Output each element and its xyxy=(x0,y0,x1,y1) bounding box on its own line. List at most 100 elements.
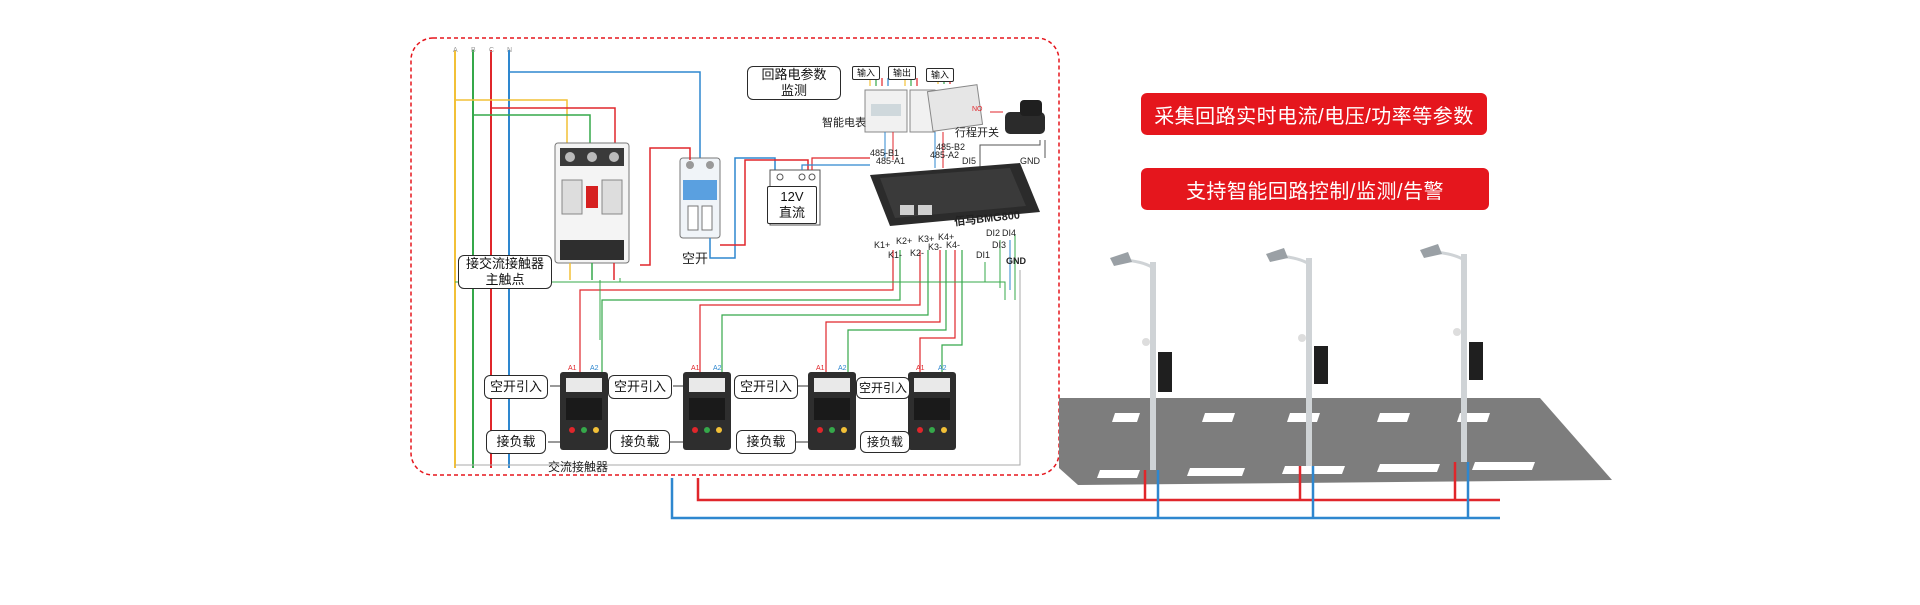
wire-bus-branch-green xyxy=(455,281,1006,300)
air-switch xyxy=(679,157,721,239)
contactor-1-in-label: 空开引入 xyxy=(484,375,548,399)
contactor-2 xyxy=(683,372,731,450)
wire-k2-return xyxy=(721,250,929,375)
contactor-3-a2: A2 xyxy=(838,365,847,372)
port-k4m: K4- xyxy=(946,240,961,250)
circuit-param-label: 回路电参数 监测 xyxy=(747,66,841,100)
contactor-3-load-label: 接负载 xyxy=(736,430,796,454)
port-k1p: K1+ xyxy=(874,240,891,250)
contactor-3 xyxy=(808,372,856,450)
contactor-1-in-text: 空开引入 xyxy=(489,379,542,394)
port-k3m: K3- xyxy=(928,242,943,252)
port-gnd-bottom: GND xyxy=(1006,256,1026,266)
contactor-2-load-text: 接负载 xyxy=(620,434,660,449)
port-di3: DI3 xyxy=(992,240,1007,250)
contactor-4-in-text: 空开引入 xyxy=(858,381,907,395)
meter-in-tag: 输入 xyxy=(852,66,880,80)
port-485-a1: 485-A1 xyxy=(876,156,906,166)
contactor-group-label: 交流接触器 xyxy=(548,460,609,474)
contactor-1-load-text: 接负载 xyxy=(496,434,536,449)
wire-c-to-breaker xyxy=(491,107,616,145)
bus-label-c: C xyxy=(489,47,494,54)
psu-line1: 12V xyxy=(780,189,804,204)
wire-k3 xyxy=(825,250,941,375)
contactor-4-a2: A2 xyxy=(938,365,947,372)
meter-label: 智能电表 xyxy=(822,117,866,129)
travel-switch-module xyxy=(926,76,984,132)
contactor-2-a1: A1 xyxy=(691,365,700,372)
circuit-param-line2: 监测 xyxy=(780,83,807,98)
contactor-4 xyxy=(908,372,956,450)
wire-a-to-breaker xyxy=(455,99,568,145)
bus-label-a: A xyxy=(453,47,458,54)
port-gnd-top: GND xyxy=(1020,156,1040,166)
port-485-b2: 485-B2 xyxy=(936,142,966,152)
contactor-4-in-label: 空开引入 xyxy=(856,377,910,399)
contactor-4-load-text: 接负载 xyxy=(866,435,903,449)
cable-blue xyxy=(670,478,1500,520)
wire-k3-return xyxy=(847,250,947,375)
contactor-2-a2: A2 xyxy=(713,365,722,372)
meter-out-tag: 输出 xyxy=(888,66,916,80)
diagram-dashed-border xyxy=(410,37,1060,476)
contactor-2-load-label: 接负载 xyxy=(610,430,670,454)
contactor-1-a2: A2 xyxy=(590,365,599,372)
meter-out-text: 输出 xyxy=(892,68,911,78)
wire-b-to-breaker xyxy=(473,114,591,145)
bus-label-b: B xyxy=(471,47,476,54)
contactor-3-in-text: 空开引入 xyxy=(739,379,792,394)
port-di2: DI2 xyxy=(986,228,1001,238)
contactor-3-in-label: 空开引入 xyxy=(734,375,798,399)
smart-pole-2 xyxy=(1266,248,1328,466)
port-di1: DI1 xyxy=(976,250,991,260)
contactor-4-load-label: 接负载 xyxy=(860,431,910,453)
psu-wire-red xyxy=(811,157,870,170)
main-breaker xyxy=(554,142,630,264)
circuit-param-line1: 回路电参数 xyxy=(761,67,827,82)
feature-banner-1: 采集回路实时电流/电压/功率等参数 xyxy=(1141,93,1487,135)
travel-switch-label: 行程开关 xyxy=(955,127,999,139)
contactor-2-in-text: 空开引入 xyxy=(613,379,666,394)
wire-gnd-bottom xyxy=(455,270,1021,466)
contactor-1-a1: A1 xyxy=(568,365,577,372)
wire-k4 xyxy=(919,250,956,375)
contactor-1 xyxy=(560,372,608,450)
bmg800-controller xyxy=(870,163,1040,226)
port-k2m: K2- xyxy=(910,248,925,258)
cable-red xyxy=(696,478,1500,502)
psu-wire-blue xyxy=(801,164,870,170)
contactor-3-load-text: 接负载 xyxy=(746,434,786,449)
port-k1m: K1- xyxy=(888,250,903,260)
wire-switch-to-psu xyxy=(709,157,776,259)
wire-di5 xyxy=(979,140,1041,168)
main-breaker-label: 接交流接触器 主触点 xyxy=(458,255,552,289)
port-485-b1: 485-B1 xyxy=(870,148,900,158)
main-breaker-line2: 主触点 xyxy=(485,272,525,287)
smart-meter xyxy=(864,78,936,133)
psu-label: 12V 直流 xyxy=(767,186,817,224)
psu-line2: 直流 xyxy=(778,205,805,220)
smart-pole-1 xyxy=(1110,252,1172,470)
meter-in-text: 输入 xyxy=(856,68,875,78)
port-485-a2: 485-A2 xyxy=(930,150,960,160)
smart-pole-3 xyxy=(1420,244,1483,462)
contactor-4-a1: A1 xyxy=(916,365,925,372)
wire-k4-return xyxy=(941,250,963,375)
contactor-2-in-label: 空开引入 xyxy=(608,375,672,399)
wire-breaker-to-switch xyxy=(640,147,691,266)
main-breaker-line1: 接交流接触器 xyxy=(465,256,544,271)
travel-in-text: 输入 xyxy=(930,70,949,80)
road-lane-markings xyxy=(1097,413,1535,478)
port-k4p: K4+ xyxy=(938,232,955,242)
travel-switch xyxy=(1005,100,1045,134)
feature-banner-2-text: 支持智能回路控制/监测/告警 xyxy=(1185,180,1445,203)
air-switch-label: 空开 xyxy=(682,251,709,266)
port-k2p: K2+ xyxy=(896,236,913,246)
contactor-1-load-label: 接负载 xyxy=(486,430,546,454)
bus-label-n: N xyxy=(507,47,512,54)
port-no: NO xyxy=(972,106,983,113)
travel-in-tag: 输入 xyxy=(926,68,954,82)
wire-di1 xyxy=(619,262,986,283)
